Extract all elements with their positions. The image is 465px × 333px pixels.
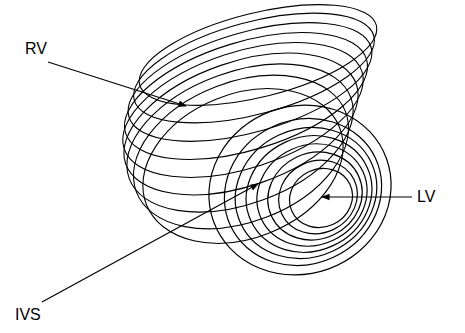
leader-arrow xyxy=(42,184,258,302)
leader-arrow xyxy=(322,196,412,197)
rv-contours xyxy=(105,0,386,272)
part-label: IVS xyxy=(14,306,42,324)
leader-arrow xyxy=(48,62,186,106)
leader-arrows xyxy=(42,62,412,302)
part-label: LV xyxy=(416,188,436,206)
part-label: RV xyxy=(24,40,48,58)
lv-contours xyxy=(185,80,415,301)
